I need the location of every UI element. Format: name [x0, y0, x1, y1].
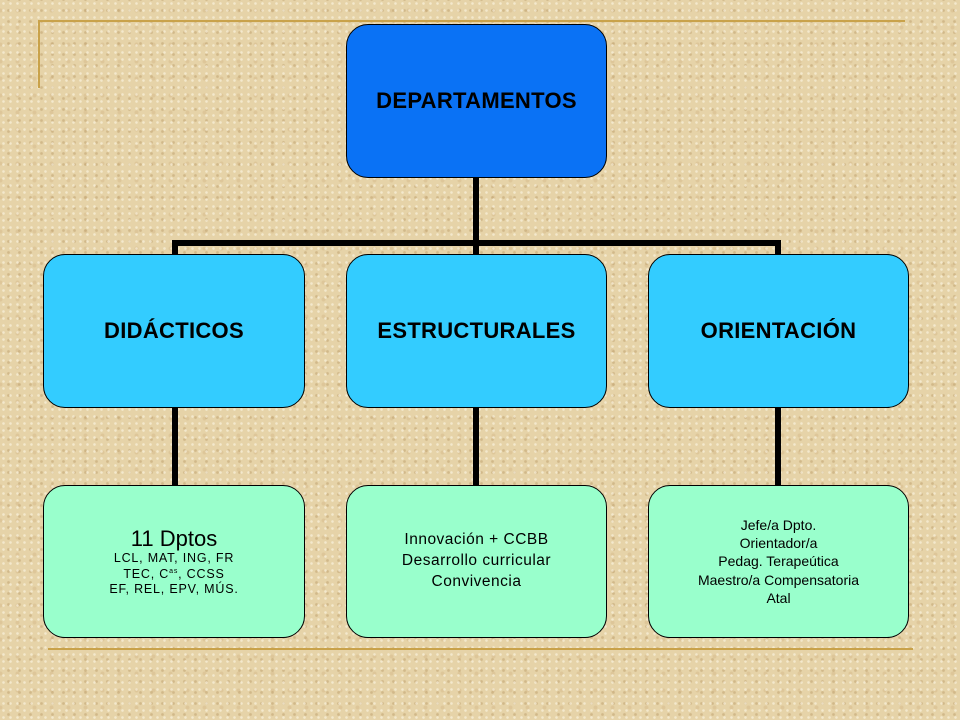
left-decor-line: [38, 20, 40, 88]
branch-node-estructurales: ESTRUCTURALES: [346, 254, 607, 408]
root-node-departamentos: DEPARTAMENTOS: [346, 24, 607, 178]
detail-line: Maestro/a Compensatoria: [697, 571, 860, 588]
detail-node-orientacion: Jefe/a Dpto. Orientador/a Pedag. Terapeú…: [648, 485, 909, 638]
detail-node-estructurales: Innovación + CCBB Desarrollo curricular …: [346, 485, 607, 638]
detail-line: EF, REL, EPV, MÚS.: [109, 581, 239, 596]
branch-label-orientacion: ORIENTACIÓN: [700, 318, 857, 343]
detail-line: Jefe/a Dpto.: [740, 517, 817, 534]
detail-line: Orientador/a: [739, 535, 818, 552]
branch-label-estructurales: ESTRUCTURALES: [377, 318, 576, 343]
bottom-decor-line: [48, 648, 913, 650]
top-decor-line: [40, 20, 905, 22]
branch-node-didacticos: DIDÁCTICOS: [43, 254, 305, 408]
detail-line: Convivencia: [431, 572, 522, 590]
detail-line-part: TEC, C: [123, 566, 170, 581]
detail-superscript: as: [169, 567, 179, 575]
detail-line: Pedag. Terapeútica: [718, 553, 839, 570]
detail-heading-didacticos: 11 Dptos: [130, 525, 218, 551]
root-node-label: DEPARTAMENTOS: [376, 88, 577, 113]
detail-line: TEC, Cas, CCSS: [123, 567, 224, 582]
detail-node-didacticos: 11 Dptos LCL, MAT, ING, FR TEC, Cas, CCS…: [43, 485, 305, 638]
branch-label-didacticos: DIDÁCTICOS: [104, 318, 244, 343]
branch-node-orientacion: ORIENTACIÓN: [648, 254, 909, 408]
detail-line: Desarrollo curricular: [401, 552, 552, 570]
detail-line: LCL, MAT, ING, FR: [113, 551, 235, 566]
detail-line: Atal: [766, 589, 791, 606]
detail-line: Innovación + CCBB: [404, 531, 549, 549]
detail-line-part: , CCSS: [178, 566, 225, 581]
